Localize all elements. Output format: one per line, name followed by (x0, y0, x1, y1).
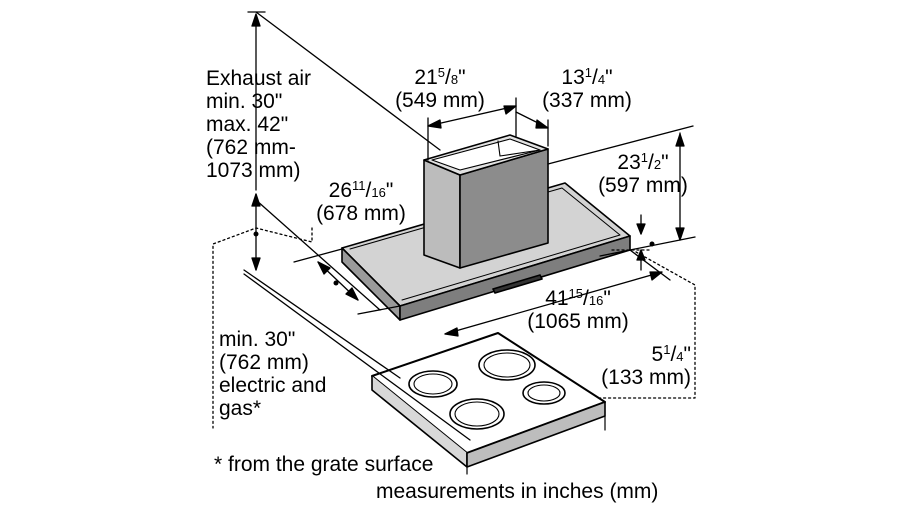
hood-depth-right-label: 231/2" (597 mm) (598, 150, 688, 197)
footnote: * from the grate surface (214, 453, 434, 476)
cooktop (371, 332, 606, 475)
exhaust-air-label: Exhaust air min. 30" max. 42" (762 mm- 1… (206, 67, 312, 182)
hood-depth-left-label: 2611/16" (678 mm) (316, 178, 406, 225)
chimney-depth-label: 131/4" (337 mm) (542, 65, 632, 112)
burner-left (408, 370, 458, 398)
control-panel (492, 274, 543, 294)
chimney (423, 134, 549, 269)
burner-right (522, 381, 566, 405)
dotted-lines (212, 227, 696, 429)
burner-front (449, 398, 505, 430)
hood-width-label: 4115/16" (1065 mm) (527, 286, 629, 333)
reference-dots (253, 231, 655, 286)
clearance-label: min. 30" (762 mm) electric and gas* (219, 328, 327, 420)
dimension-lines (243, 11, 696, 441)
burner-back (478, 349, 536, 381)
hood-height-label: 51/4" (133 mm) (601, 342, 691, 389)
units-note: measurements in inches (mm) (376, 480, 659, 503)
chimney-width-label: 215/8" (549 mm) (395, 65, 485, 112)
